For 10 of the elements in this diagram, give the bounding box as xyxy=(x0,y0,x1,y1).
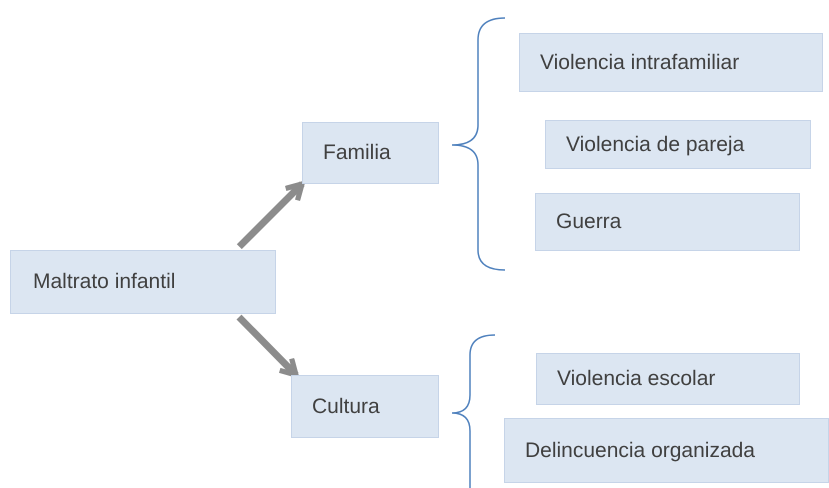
text-box: Cultura xyxy=(291,375,439,438)
text-box: Familia xyxy=(302,122,439,184)
arrow xyxy=(236,314,299,378)
text-box: Guerra xyxy=(535,193,800,251)
text-box: Violencia escolar xyxy=(536,353,800,405)
text-box: Violencia intrafamiliar xyxy=(519,33,823,92)
text-box: Delincuencia organizada xyxy=(504,418,829,483)
text-box: Violencia de pareja xyxy=(545,120,811,169)
text-box: Maltrato infantil xyxy=(10,250,276,314)
arrow xyxy=(236,181,305,250)
